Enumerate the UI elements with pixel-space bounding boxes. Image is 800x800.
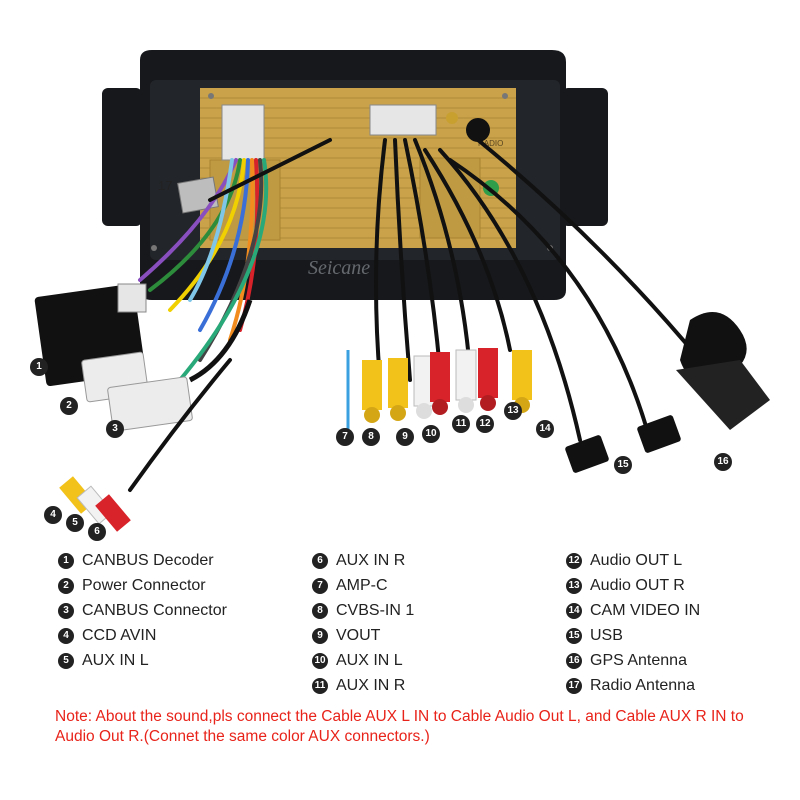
canbus-connector-plug xyxy=(107,376,193,432)
legend-number: 14 xyxy=(566,602,582,619)
usb-plug-2 xyxy=(637,415,681,453)
legend-label: VOUT xyxy=(336,626,381,644)
legend-item: 5 AUX IN L xyxy=(58,648,227,673)
marker-5: 5 xyxy=(66,514,84,532)
legend-number: 17 xyxy=(566,677,582,694)
radio-antenna-adapter xyxy=(177,176,219,214)
board-radio-label: RADIO xyxy=(478,139,503,148)
marker-14: 14 xyxy=(536,420,554,438)
legend-number: 11 xyxy=(312,677,328,694)
legend-item: 10 AUX IN L xyxy=(312,648,414,673)
marker-11: 11 xyxy=(452,415,470,433)
legend-item: 6 AUX IN R xyxy=(312,548,414,573)
marker-12: 12 xyxy=(476,415,494,433)
legend-label: Power Connector xyxy=(82,576,206,594)
legend-number: 3 xyxy=(58,602,74,619)
legend-item: 1 CANBUS Decoder xyxy=(58,548,227,573)
legend-label: CCD AVIN xyxy=(82,626,157,644)
legend-number: 15 xyxy=(566,627,582,644)
usb-plug-1 xyxy=(565,435,609,473)
marker-4: 4 xyxy=(44,506,62,524)
legend-item: 16 GPS Antenna xyxy=(566,648,700,673)
legend-number: 10 xyxy=(312,652,328,669)
legend-number: 13 xyxy=(566,577,582,594)
legend-number: 16 xyxy=(566,652,582,669)
legend-column-1: 1 CANBUS Decoder 2 Power Connector 3 CANBUS… xyxy=(58,548,227,673)
legend-item: 11 AUX IN R xyxy=(312,673,414,698)
legend-label: CANBUS Decoder xyxy=(82,551,214,569)
legend-item: 15 USB xyxy=(566,623,700,648)
legend-label: CAM VIDEO IN xyxy=(590,601,701,619)
legend-number: 12 xyxy=(566,552,582,569)
legend-item: 4 CCD AVIN xyxy=(58,623,227,648)
legend-label: AMP-C xyxy=(336,576,388,594)
marker-8: 8 xyxy=(362,428,380,446)
legend-label: Audio OUT R xyxy=(590,576,685,594)
marker-15: 15 xyxy=(614,456,632,474)
legend-label: Radio Antenna xyxy=(590,676,695,694)
legend-label: AUX IN L xyxy=(336,651,403,669)
gps-antenna xyxy=(676,312,770,430)
legend-item: 12 Audio OUT L xyxy=(566,548,700,573)
legend-item: 8 CVBS-IN 1 xyxy=(312,598,414,623)
canbus-cable xyxy=(188,299,253,383)
power-harness-socket xyxy=(221,104,265,161)
watermark: Seicane xyxy=(308,257,370,279)
av-cables xyxy=(128,138,702,492)
marker-7: 7 xyxy=(336,428,354,446)
legend-label: AUX IN R xyxy=(336,676,406,694)
legend-number: 6 xyxy=(312,552,328,569)
legend-item: 14 CAM VIDEO IN xyxy=(566,598,700,623)
legend-number: 2 xyxy=(58,577,74,594)
marker-3: 3 xyxy=(106,420,124,438)
marker-16: 16 xyxy=(714,453,732,471)
legend-label: CVBS-IN 1 xyxy=(336,601,415,619)
legend-label: GPS Antenna xyxy=(590,651,687,669)
antenna-socket xyxy=(466,118,490,142)
legend-column-3: 12 Audio OUT L 13 Audio OUT R 14 CAM VIDEO … xyxy=(566,548,700,698)
legend-number: 1 xyxy=(58,552,74,569)
legend-item: 2 Power Connector xyxy=(58,573,227,598)
gps-socket xyxy=(446,112,458,124)
legend-label: USB xyxy=(590,626,623,644)
legend-number: 9 xyxy=(312,627,328,644)
legend-item: 7 AMP-C xyxy=(312,573,414,598)
marker-1: 1 xyxy=(30,358,48,376)
legend-label: AUX IN L xyxy=(82,651,149,669)
legend-label: CANBUS Connector xyxy=(82,601,227,619)
legend-number: 7 xyxy=(312,577,328,594)
marker-9: 9 xyxy=(396,428,414,446)
legend-number: 5 xyxy=(58,652,74,669)
marker-2: 2 xyxy=(60,397,78,415)
legend-item: 17 Radio Antenna xyxy=(566,673,700,698)
av-harness-socket xyxy=(369,104,437,136)
legend-item: 9 VOUT xyxy=(312,623,414,648)
legend-number: 4 xyxy=(58,627,74,644)
rca-plugs-left xyxy=(59,476,131,532)
marker-13: 13 xyxy=(504,402,522,420)
label-17: 17 xyxy=(158,178,172,193)
marker-10: 10 xyxy=(422,425,440,443)
legend-label: Audio OUT L xyxy=(590,551,683,569)
legend-number: 8 xyxy=(312,602,328,619)
wiring-note: Note: About the sound,pls connect the Ca… xyxy=(55,708,744,745)
marker-6: 6 xyxy=(88,523,106,541)
legend-label: AUX IN R xyxy=(336,551,406,569)
legend-item: 3 CANBUS Connector xyxy=(58,598,227,623)
product-photo: RADIO Seicane 17 xyxy=(34,50,770,532)
legend-item: 13 Audio OUT R xyxy=(566,573,700,598)
rca-plugs-center xyxy=(346,348,532,440)
